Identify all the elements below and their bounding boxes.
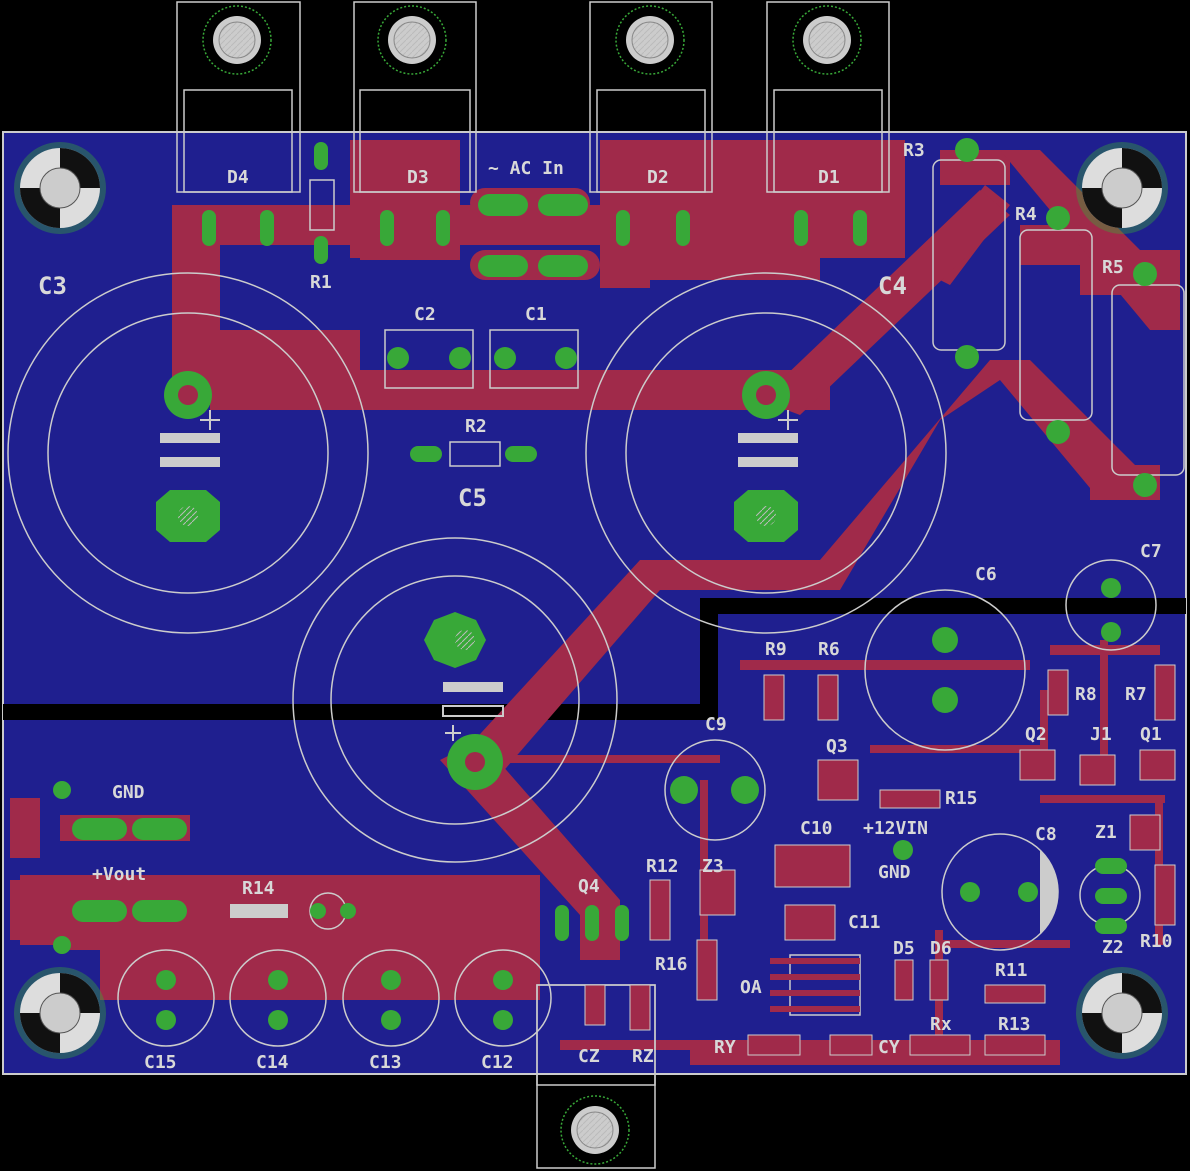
label-c13: C13 (369, 1052, 402, 1073)
label-r2: R2 (465, 416, 487, 437)
label-d1: D1 (818, 167, 840, 188)
label-cy: CY (878, 1037, 900, 1058)
label-c4: C4 (878, 272, 907, 300)
label-z3: Z3 (702, 856, 724, 877)
smd-components (584, 664, 1176, 1056)
vout-terminal (10, 880, 187, 954)
label-c8: C8 (1035, 824, 1057, 845)
capacitor-c1 (489, 329, 579, 389)
mounting-hole (14, 142, 106, 234)
label-vout: +Vout (92, 864, 146, 885)
label-q4: Q4 (578, 876, 600, 897)
capacitor-c11 (784, 904, 836, 941)
label-c15: C15 (144, 1052, 177, 1073)
capacitor-c3 (7, 272, 369, 634)
label-r4: R4 (1015, 204, 1037, 225)
label-z1: Z1 (1095, 822, 1117, 843)
label-ry: RY (714, 1037, 736, 1058)
capacitor-c9 (664, 739, 766, 841)
capacitor-c14 (229, 949, 327, 1047)
label-q2: Q2 (1025, 724, 1047, 745)
label-oa: OA (740, 977, 762, 998)
label-12vin: +12VIN (863, 818, 928, 839)
label-z2: Z2 (1102, 937, 1124, 958)
label-rx: Rx (930, 1014, 952, 1035)
capacitor-c4 (585, 272, 947, 634)
label-c12: C12 (481, 1052, 514, 1073)
resistor-r4 (1019, 206, 1093, 444)
capacitor-c13 (342, 949, 440, 1047)
label-r12: R12 (646, 856, 679, 877)
mounting-hole (14, 967, 106, 1059)
label-r10: R10 (1140, 931, 1173, 952)
label-c11: C11 (848, 912, 881, 933)
label-q1: Q1 (1140, 724, 1162, 745)
label-rz: RZ (632, 1046, 654, 1067)
capacitor-c7 (1065, 559, 1157, 651)
resistor-r14 (230, 892, 356, 930)
resistor-r5 (1111, 262, 1185, 497)
capacitor-c10 (774, 844, 851, 888)
label-c7: C7 (1140, 541, 1162, 562)
resistor-r1 (309, 142, 335, 264)
label-c5: C5 (458, 484, 487, 512)
label-d4: D4 (227, 167, 249, 188)
label-d2: D2 (647, 167, 669, 188)
capacitor-c6 (864, 589, 1026, 751)
capacitor-c8 (941, 833, 1059, 951)
mounting-hole (1076, 142, 1168, 234)
label-c1: C1 (525, 304, 547, 325)
label-cz: CZ (578, 1046, 600, 1067)
label-r9: R9 (765, 639, 787, 660)
capacitor-c12 (454, 949, 552, 1047)
label-c2: C2 (414, 304, 436, 325)
label-r14: R14 (242, 878, 275, 899)
resistor-r2 (410, 441, 537, 467)
label-c10: C10 (800, 818, 833, 839)
label-r3: R3 (903, 140, 925, 161)
label-c14: C14 (256, 1052, 289, 1073)
gnd-terminal (10, 781, 187, 858)
label-r8: R8 (1075, 684, 1097, 705)
diode-d1 (766, 1, 890, 246)
label-d3: D3 (407, 167, 429, 188)
label-r1: R1 (310, 272, 332, 293)
label-r11: R11 (995, 960, 1028, 981)
label-gnd: GND (112, 782, 145, 803)
label-ac-in: ~ AC In (488, 158, 564, 179)
label-c3: C3 (38, 272, 67, 300)
label-gnd-small: GND (878, 862, 911, 883)
zener-z2 (1079, 858, 1141, 934)
label-d6: D6 (930, 938, 952, 959)
board-slot (3, 704, 718, 720)
label-j1: J1 (1090, 724, 1112, 745)
resistor-r3 (932, 138, 1006, 369)
capacitor-c15 (117, 949, 215, 1047)
label-r6: R6 (818, 639, 840, 660)
capacitor-c5 (292, 537, 618, 863)
label-r15: R15 (945, 788, 978, 809)
board-slot (700, 598, 1186, 614)
label-d5: D5 (893, 938, 915, 959)
label-r5: R5 (1102, 257, 1124, 278)
label-r13: R13 (998, 1014, 1031, 1035)
diode-d2 (589, 1, 713, 246)
gnd-test-pad (893, 840, 913, 860)
capacitor-c2 (384, 329, 474, 389)
ac-input-pads (478, 194, 588, 277)
board-slot (700, 598, 718, 718)
silkscreen-labels: C3 C4 C5 D4 D3 D2 D1 ~ AC In R1 C2 C1 R2… (38, 140, 1173, 1073)
ic-oa (770, 954, 861, 1016)
label-c9: C9 (705, 714, 727, 735)
label-r7: R7 (1125, 684, 1147, 705)
label-c6: C6 (975, 564, 997, 585)
mounting-hole (1076, 967, 1168, 1059)
label-r16: R16 (655, 954, 688, 975)
diode-d4 (176, 1, 301, 246)
label-q3: Q3 (826, 736, 848, 757)
diode-d3 (353, 1, 477, 246)
